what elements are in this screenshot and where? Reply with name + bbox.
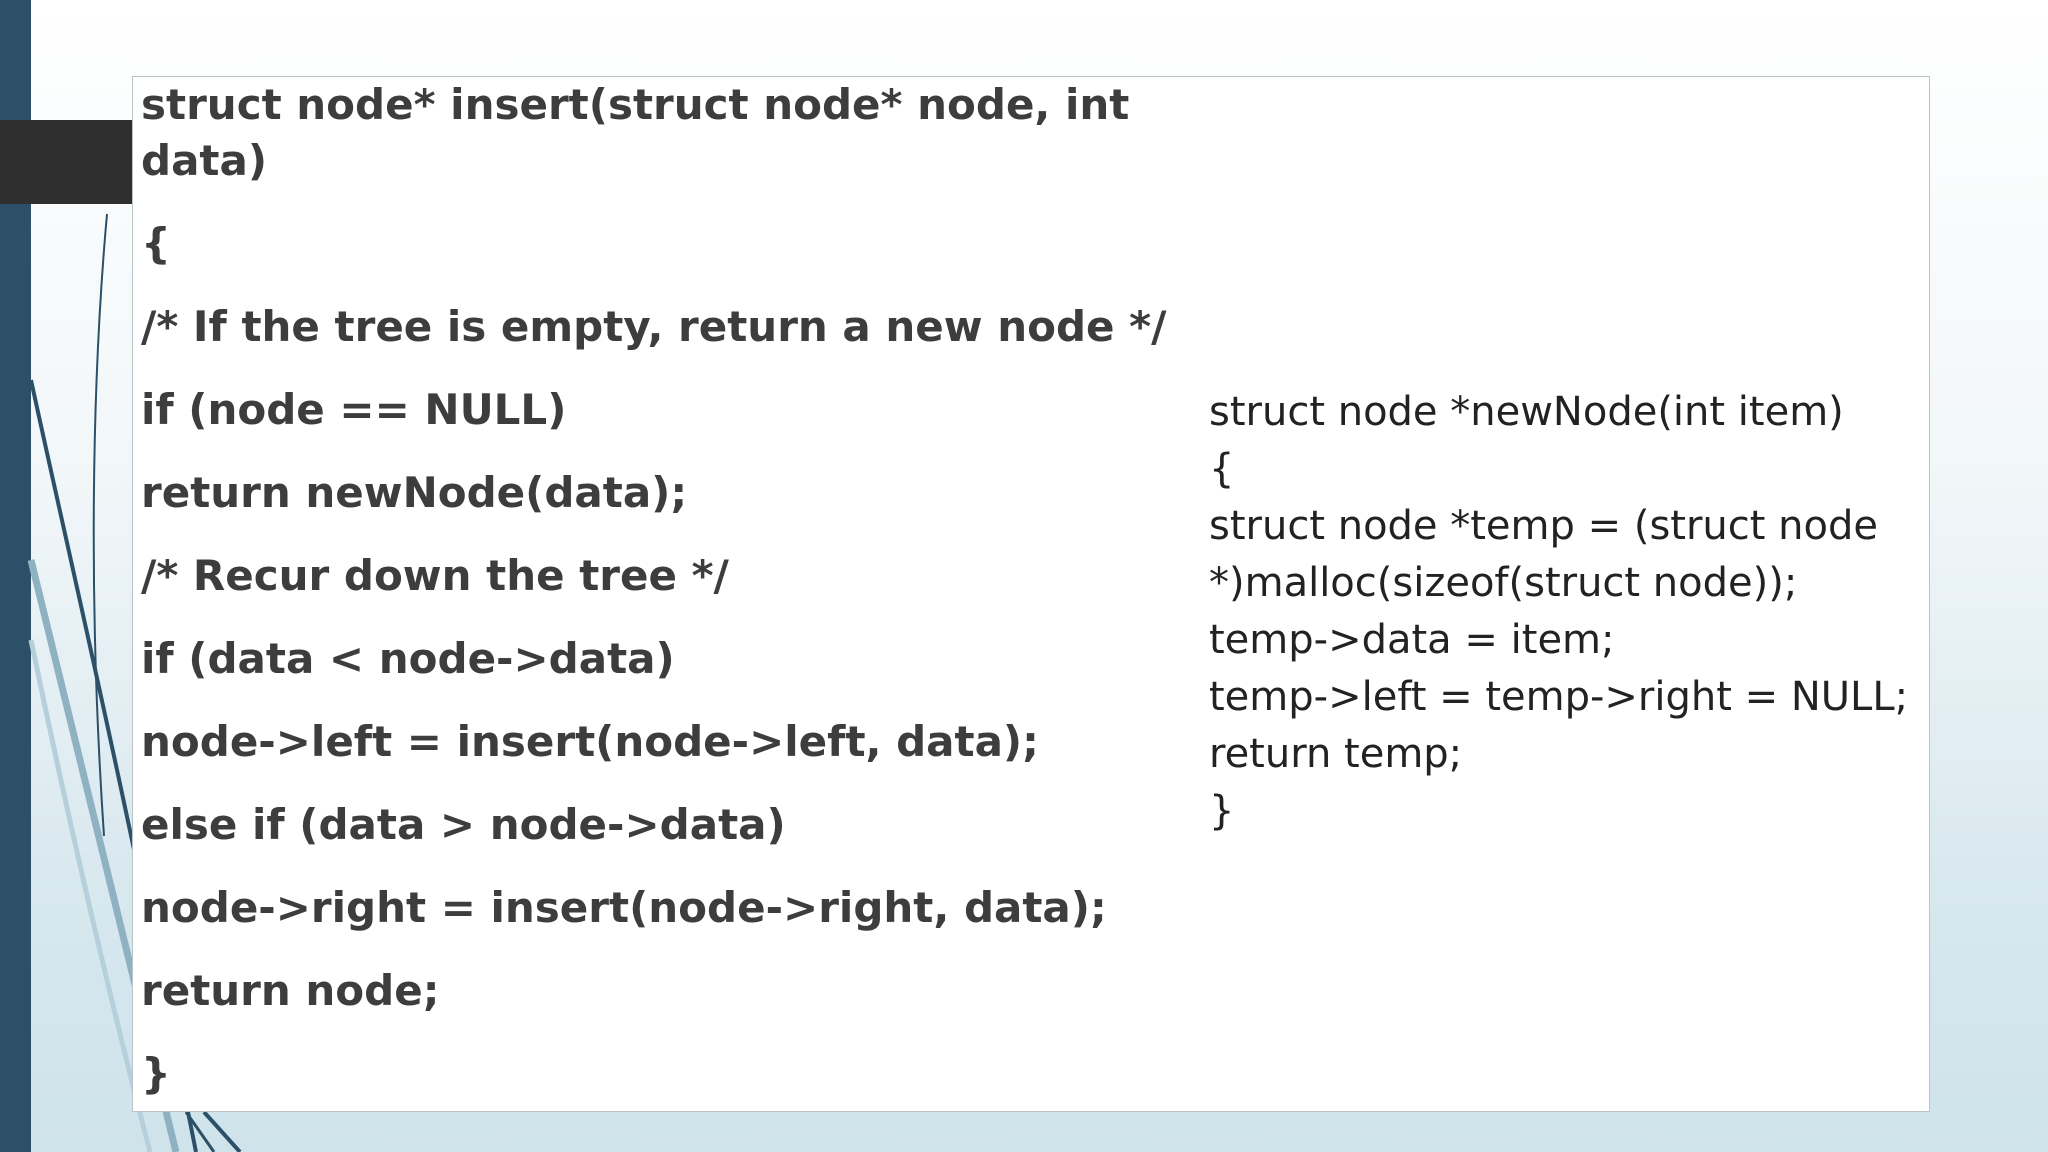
code-line: } <box>1209 788 1235 834</box>
code-line: temp->data = item; <box>1209 617 1615 663</box>
title-marker-tab <box>0 120 134 204</box>
code-line: { <box>1209 446 1235 492</box>
code-line: temp->left = temp->right = NULL; <box>1209 674 1909 720</box>
code-line: data) <box>141 136 268 185</box>
code-line: return temp; <box>1209 731 1463 777</box>
code-line: { <box>141 219 171 268</box>
code-line: struct node *temp = (struct node <box>1209 503 1878 549</box>
code-line: *)malloc(sizeof(struct node)); <box>1209 560 1798 606</box>
code-line: } <box>141 1049 171 1098</box>
code-line: if (data < node->data) <box>141 634 675 683</box>
code-line: node->left = insert(node->left, data); <box>141 717 1039 766</box>
code-line: return newNode(data); <box>141 468 688 517</box>
code-content-box: struct node* insert(struct node* node, i… <box>132 76 1930 1112</box>
code-line: struct node* insert(struct node* node, i… <box>141 80 1130 129</box>
code-line: else if (data > node->data) <box>141 800 786 849</box>
code-line: if (node == NULL) <box>141 385 567 434</box>
code-line: return node; <box>141 966 440 1015</box>
insert-function-code: struct node* insert(struct node* node, i… <box>141 77 1181 1102</box>
code-comment: /* If the tree is empty, return a new no… <box>141 302 1167 351</box>
code-line: struct node *newNode(int item) <box>1209 389 1844 435</box>
code-comment: /* Recur down the tree */ <box>141 551 729 600</box>
newnode-function-code: struct node *newNode(int item) { struct … <box>1209 384 1929 840</box>
code-line: node->right = insert(node->right, data); <box>141 883 1107 932</box>
